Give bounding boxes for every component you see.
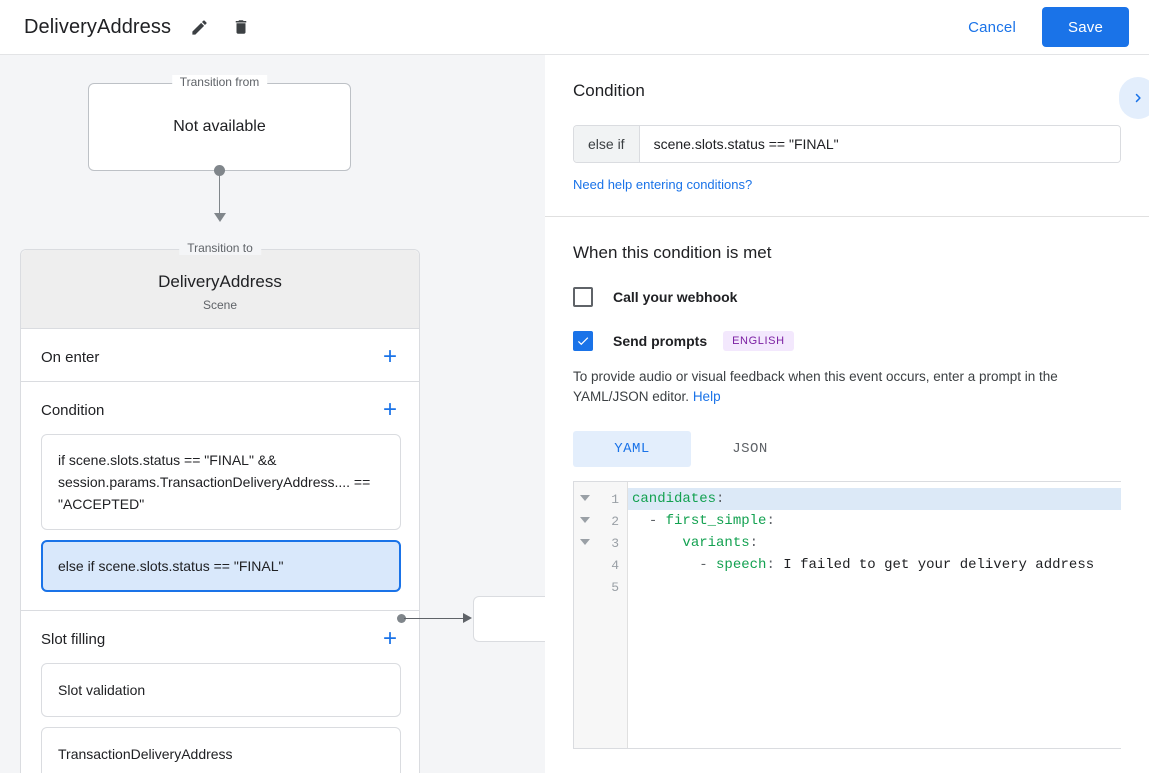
code-line: - speech: I failed to get your delivery … xyxy=(628,554,1121,576)
check-icon xyxy=(577,337,589,346)
condition-panel-title: Condition xyxy=(573,81,645,100)
code-line: - first_simple: xyxy=(628,510,1121,532)
gutter-line: 5 xyxy=(574,576,627,598)
slot-card-transaction-delivery-address[interactable]: TransactionDeliveryAddress xyxy=(41,727,401,773)
call-webhook-checkbox[interactable] xyxy=(573,287,593,307)
chevron-right-icon[interactable] xyxy=(1119,77,1149,119)
editor-format-tabs: YAML JSON xyxy=(573,431,1121,467)
slot-card-validation[interactable]: Slot validation xyxy=(41,663,401,717)
condition-expression-input[interactable]: scene.slots.status == "FINAL" xyxy=(639,126,1120,162)
tab-json[interactable]: JSON xyxy=(732,441,768,457)
trash-icon[interactable] xyxy=(227,13,255,41)
editor-code-area[interactable]: candidates: - first_simple: variants: - … xyxy=(628,482,1121,748)
code-line: candidates: xyxy=(628,488,1121,510)
connector-arrowhead-down xyxy=(214,213,226,222)
code-key: speech xyxy=(716,557,767,573)
code-dash: - xyxy=(699,557,717,573)
gutter-line: 1 xyxy=(574,488,627,510)
connector-line-horizontal xyxy=(404,618,466,619)
condition-section: Condition else if scene.slots.status == … xyxy=(545,55,1149,216)
code-indent xyxy=(632,535,682,551)
transition-to-legend: Transition to xyxy=(179,241,261,255)
transition-from-value: Not available xyxy=(173,118,266,135)
condition-card-selected[interactable]: else if scene.slots.status == "FINAL" xyxy=(41,540,401,592)
connector-arrowhead-right xyxy=(463,613,472,623)
fold-arrow-icon[interactable] xyxy=(580,539,590,545)
language-badge: ENGLISH xyxy=(723,331,794,351)
transition-to-header: Transition to DeliveryAddress Scene xyxy=(21,241,419,329)
scene-flow-canvas: Transition from Not available Transition… xyxy=(0,55,545,773)
code-key: candidates xyxy=(632,491,717,507)
code-line: variants: xyxy=(628,532,1121,554)
target-node-stub[interactable] xyxy=(473,596,545,642)
line-number: 1 xyxy=(611,491,619,507)
condition-section-spacer xyxy=(21,602,419,610)
tab-yaml[interactable]: YAML xyxy=(573,431,691,467)
transition-to-node: Transition to DeliveryAddress Scene On e… xyxy=(20,241,420,773)
transition-to-subtitle: Scene xyxy=(202,298,238,312)
prompts-help-link[interactable]: Help xyxy=(692,389,721,404)
connector-line-vertical xyxy=(219,171,220,217)
fold-arrow-icon[interactable] xyxy=(580,517,590,523)
connector-dot-condition xyxy=(397,614,406,623)
section-title-condition: Condition xyxy=(41,401,105,419)
editor-gutter: 1 2 3 4 5 xyxy=(574,482,628,748)
condition-prefix-label: else if xyxy=(574,126,640,162)
gutter-line: 3 xyxy=(574,532,627,554)
code-punct: : xyxy=(766,557,784,573)
condition-card[interactable]: if scene.slots.status == "FINAL" && sess… xyxy=(41,434,401,530)
section-title-on-enter: On enter xyxy=(41,348,100,366)
section-title-slot-filling: Slot filling xyxy=(41,630,106,648)
divider-condition xyxy=(21,610,419,611)
send-prompts-label: Send prompts xyxy=(613,333,708,349)
code-line xyxy=(628,576,1121,598)
code-punct: : xyxy=(766,513,775,529)
prompts-description-text: To provide audio or visual feedback when… xyxy=(573,369,1058,404)
add-slot-filling-button[interactable]: + xyxy=(382,625,397,652)
send-prompts-row[interactable]: Send prompts ENGLISH xyxy=(573,331,1121,351)
code-value: I failed to get your delivery address xyxy=(783,557,1095,573)
when-condition-met-title: When this condition is met xyxy=(573,243,772,262)
prompts-description: To provide audio or visual feedback when… xyxy=(573,367,1121,407)
code-dash: - xyxy=(648,513,666,529)
condition-input-row[interactable]: else if scene.slots.status == "FINAL" xyxy=(573,125,1121,163)
page-title: DeliveryAddress xyxy=(24,15,172,38)
condition-help-link[interactable]: Need help entering conditions? xyxy=(573,177,753,192)
condition-detail-panel: Condition else if scene.slots.status == … xyxy=(545,55,1149,773)
section-slot-filling: Slot filling + xyxy=(21,611,419,663)
transition-to-title: DeliveryAddress xyxy=(158,272,282,291)
code-key: variants xyxy=(682,535,750,551)
code-punct: : xyxy=(749,535,759,551)
save-button[interactable]: Save xyxy=(1042,7,1129,47)
section-on-enter: On enter + xyxy=(21,329,419,381)
add-on-enter-button[interactable]: + xyxy=(382,343,397,370)
gutter-line: 4 xyxy=(574,554,627,576)
send-prompts-checkbox[interactable] xyxy=(573,331,593,351)
line-number: 2 xyxy=(611,513,619,529)
pencil-icon[interactable] xyxy=(185,13,213,41)
call-webhook-label: Call your webhook xyxy=(613,289,738,305)
app-header: DeliveryAddress Cancel Save xyxy=(0,0,1149,55)
gutter-line: 2 xyxy=(574,510,627,532)
code-indent xyxy=(632,557,699,573)
code-key: first_simple xyxy=(665,513,767,529)
add-condition-button[interactable]: + xyxy=(382,396,397,423)
code-punct: : xyxy=(716,491,725,507)
when-condition-met-section: When this condition is met Call your web… xyxy=(545,217,1149,771)
line-number: 5 xyxy=(611,579,619,595)
section-condition: Condition + xyxy=(21,382,419,434)
call-webhook-row[interactable]: Call your webhook xyxy=(573,287,1121,307)
connector-dot-from xyxy=(214,165,225,176)
cancel-button[interactable]: Cancel xyxy=(954,11,1030,44)
line-number: 3 xyxy=(611,535,619,551)
panel-divider xyxy=(545,216,1149,217)
divider-on-enter xyxy=(21,381,419,382)
fold-arrow-icon[interactable] xyxy=(580,495,590,501)
yaml-editor[interactable]: 1 2 3 4 5 xyxy=(573,481,1121,749)
transition-from-node[interactable]: Transition from Not available xyxy=(88,75,351,171)
code-indent xyxy=(632,513,649,529)
line-number: 4 xyxy=(611,557,619,573)
transition-from-legend: Transition from xyxy=(171,75,268,89)
